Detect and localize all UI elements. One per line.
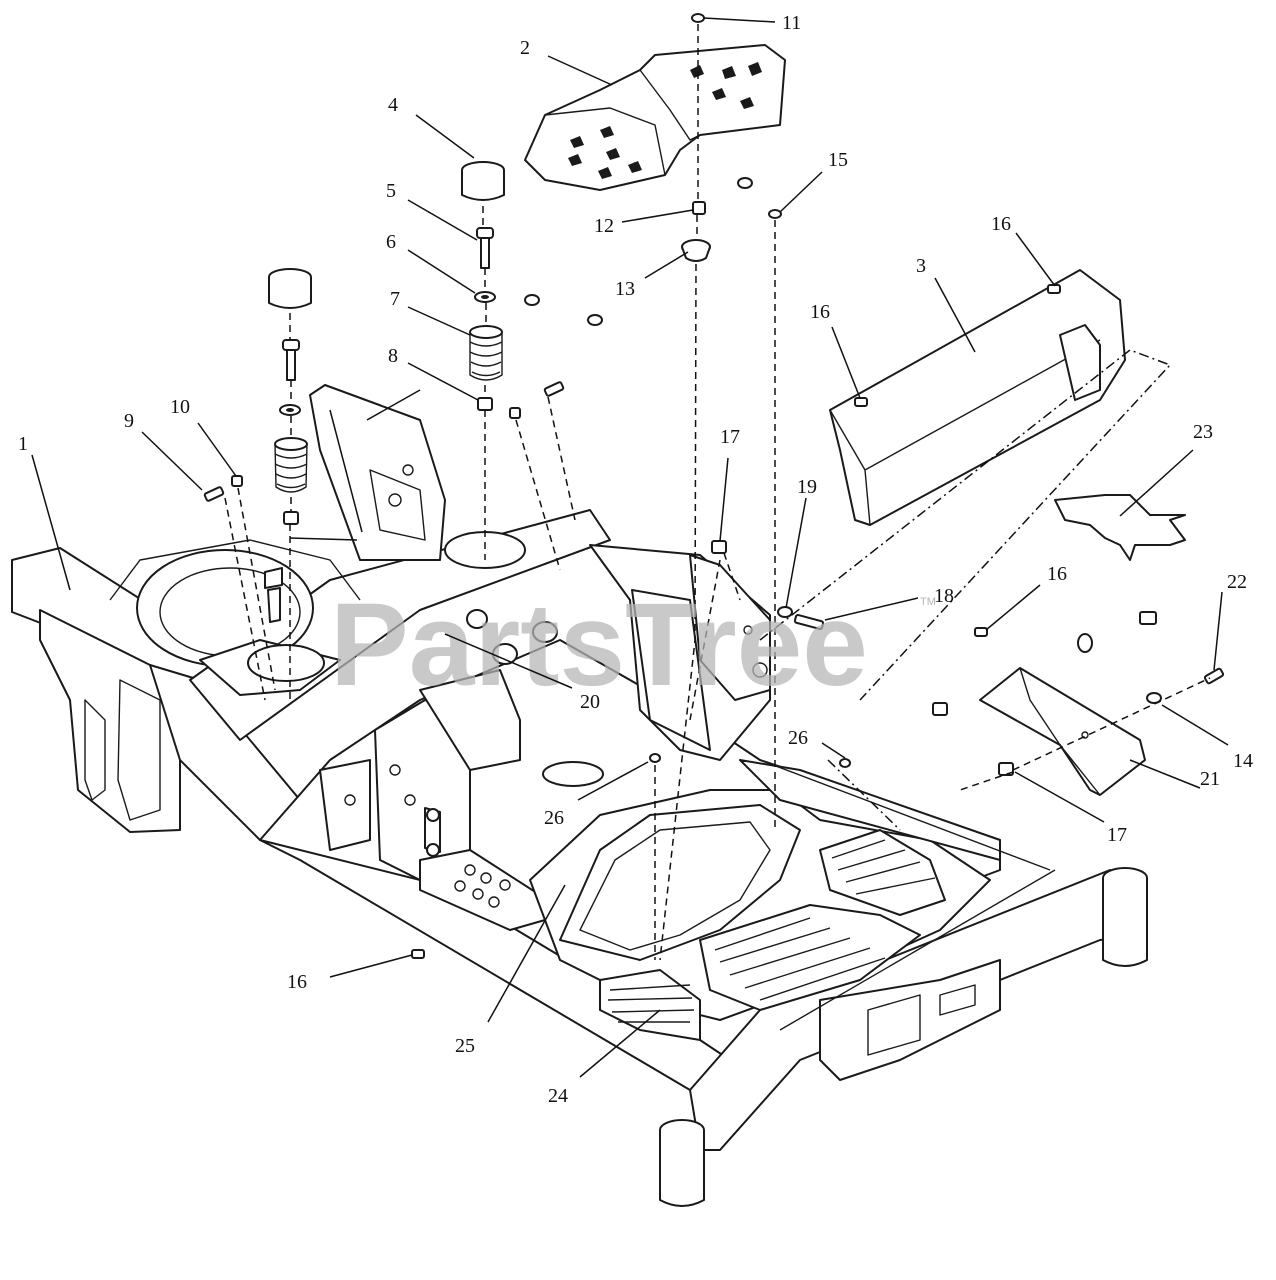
callout-labels: 1 2 3 4 5 6 7 8 9 10 11 12 13 14 15 16 1… <box>18 12 1253 1107</box>
callout-leaders <box>31 17 1229 1078</box>
callout-17-a: 17 <box>720 426 740 448</box>
callout-7: 7 <box>390 288 400 310</box>
watermark-trademark: TM <box>920 596 936 608</box>
callout-13: 13 <box>615 278 635 300</box>
callout-16-a: 16 <box>991 213 1011 235</box>
callout-9: 9 <box>124 410 134 432</box>
callout-1: 1 <box>18 433 28 455</box>
seat-pan <box>524 44 786 191</box>
callout-11: 11 <box>782 12 801 34</box>
callout-19: 19 <box>797 476 817 498</box>
callout-4: 4 <box>388 94 398 116</box>
callout-16-b: 16 <box>810 301 830 323</box>
callout-8: 8 <box>388 345 398 367</box>
callout-5: 5 <box>386 180 396 202</box>
watermark-text: PartsTree <box>330 579 868 711</box>
callout-3: 3 <box>916 255 926 277</box>
callout-24: 24 <box>548 1085 568 1107</box>
main-frame <box>11 384 1148 1207</box>
assembly-lines <box>224 24 1211 961</box>
callout-17-b: 17 <box>1107 824 1127 846</box>
callout-22: 22 <box>1227 571 1247 593</box>
callout-26-b: 26 <box>788 727 808 749</box>
callout-10: 10 <box>170 396 190 418</box>
callout-20: 20 <box>580 691 600 713</box>
callout-12: 12 <box>594 215 614 237</box>
deflector-plate <box>979 667 1146 796</box>
gasket <box>1054 494 1186 561</box>
callout-25: 25 <box>455 1035 475 1057</box>
floor-mat <box>529 759 1056 1041</box>
callout-26-a: 26 <box>544 807 564 829</box>
callout-14: 14 <box>1233 750 1253 772</box>
callout-16-d: 16 <box>287 971 307 993</box>
callout-2: 2 <box>520 37 530 59</box>
callout-6: 6 <box>386 231 396 253</box>
watermark: PartsTree TM <box>330 579 936 711</box>
rear-cover <box>829 269 1126 526</box>
callout-16-c: 16 <box>1047 563 1067 585</box>
callout-21: 21 <box>1200 768 1220 790</box>
callout-18: 18 <box>934 585 954 607</box>
callout-15: 15 <box>828 149 848 171</box>
callout-23: 23 <box>1193 421 1213 443</box>
